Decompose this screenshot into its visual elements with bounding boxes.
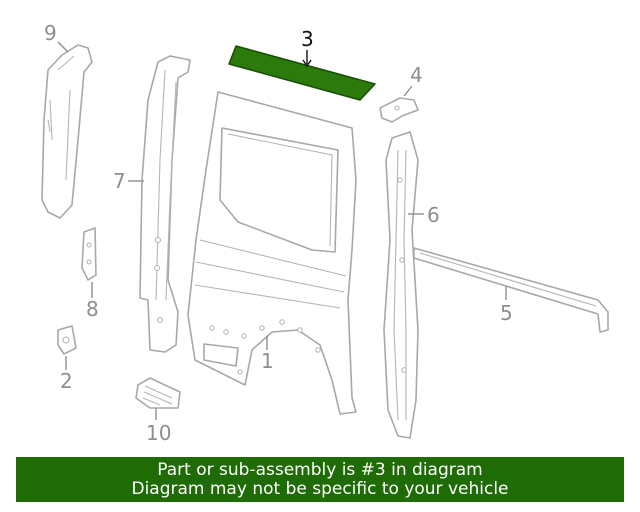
callout-1: 1 xyxy=(261,336,274,373)
svg-text:8: 8 xyxy=(86,297,99,321)
callout-3: 3 xyxy=(301,27,314,68)
part-10-vent[interactable] xyxy=(135,377,181,409)
part-7-b-pillar[interactable] xyxy=(139,55,191,353)
callout-9: 9 xyxy=(44,21,69,53)
svg-text:3: 3 xyxy=(301,27,314,51)
notice-banner: Part or sub-assembly is #3 in diagram Di… xyxy=(16,457,624,502)
svg-text:7: 7 xyxy=(113,169,126,193)
svg-text:9: 9 xyxy=(44,21,57,45)
parts-diagram: 9 3 4 7 6 8 5 1 2 10 xyxy=(41,21,609,445)
highlighted-part xyxy=(228,45,376,101)
part-3-roof-rail[interactable] xyxy=(228,45,376,101)
notice-line-2: Diagram may not be specific to your vehi… xyxy=(131,478,509,499)
svg-text:4: 4 xyxy=(410,63,423,87)
callout-4: 4 xyxy=(403,63,423,97)
svg-text:10: 10 xyxy=(146,421,171,445)
part-6-rear-pillar[interactable] xyxy=(383,131,419,439)
part-2-clip[interactable] xyxy=(57,325,77,355)
part-8-bracket[interactable] xyxy=(81,227,97,281)
callout-2: 2 xyxy=(60,356,73,393)
part-4-bracket[interactable] xyxy=(379,97,419,123)
svg-text:2: 2 xyxy=(60,369,73,393)
svg-text:1: 1 xyxy=(261,349,274,373)
svg-text:6: 6 xyxy=(427,203,440,227)
part-5-sill-rail[interactable] xyxy=(413,247,609,333)
part-9-pillar-trim[interactable] xyxy=(41,44,93,219)
part-1-side-panel[interactable] xyxy=(187,91,357,415)
callout-8: 8 xyxy=(86,282,99,321)
callout-6: 6 xyxy=(408,203,440,227)
svg-text:5: 5 xyxy=(500,301,513,325)
callout-7: 7 xyxy=(113,169,144,193)
callout-10: 10 xyxy=(146,408,171,445)
notice-line-1: Part or sub-assembly is #3 in diagram xyxy=(157,459,483,480)
callout-5: 5 xyxy=(500,286,513,325)
